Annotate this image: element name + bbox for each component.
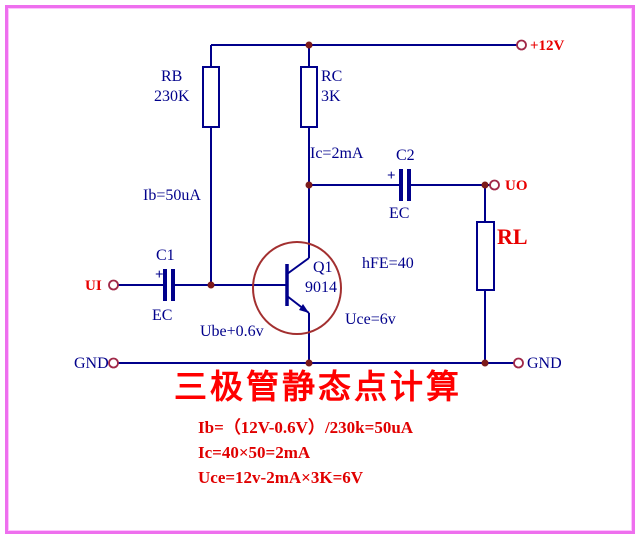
wires <box>118 44 517 364</box>
rl-name-label: RL <box>497 224 528 249</box>
ic-annotation: Ic=2mA <box>310 145 364 162</box>
hfe-annotation: hFE=40 <box>362 255 414 272</box>
terminal-circle-gnd-right <box>513 357 524 369</box>
terminal-circle-vcc <box>516 39 527 51</box>
terminal-circle-uo <box>489 179 500 191</box>
ui-label: UI <box>85 278 102 294</box>
rc-value-label: 3K <box>321 88 341 105</box>
calculation-line-ic: Ic=40×50=2mA <box>198 443 311 462</box>
calculation-line-uce: Uce=12v-2mA×3K=6V <box>198 468 364 487</box>
gnd-right-label: GND <box>527 355 562 372</box>
junction-dot <box>481 181 489 189</box>
rb-name-label: RB <box>161 68 182 85</box>
rb-value-label: 230K <box>154 88 190 105</box>
c1-polarity-label: + <box>155 267 164 283</box>
ib-annotation: Ib=50uA <box>143 187 201 204</box>
capacitor-c2 <box>399 169 411 201</box>
junction-dot <box>305 359 313 367</box>
c1-plate-right <box>171 269 175 301</box>
junction-dot <box>305 181 313 189</box>
q1-name-label: Q1 <box>313 259 333 276</box>
q1-emitter-arrow <box>299 304 309 313</box>
resistor-rb <box>202 66 220 128</box>
junction-dots <box>207 41 489 367</box>
transistor-highlight-circle <box>252 241 342 335</box>
calculation-line-ib: Ib=（12V-0.6V）/230k=50uA <box>198 417 414 437</box>
page-border-frame <box>5 5 635 534</box>
uce-annotation: Uce=6v <box>345 311 396 328</box>
rc-name-label: RC <box>321 68 342 85</box>
uo-label: UO <box>505 178 528 194</box>
ube-annotation: Ube+0.6v <box>200 323 264 340</box>
c1-plate-left <box>163 269 167 301</box>
transistor-q1 <box>285 257 310 314</box>
junction-dot <box>207 281 215 289</box>
terminal-circle-ui <box>108 279 119 291</box>
c2-plate-left <box>399 169 403 201</box>
c1-type-label: EC <box>152 307 172 324</box>
capacitor-c1 <box>163 269 175 301</box>
terminal-circle-gnd-left <box>108 357 119 369</box>
c2-type-label: EC <box>389 205 409 222</box>
c2-polarity-label: + <box>387 168 396 184</box>
q1-model-label: 9014 <box>305 279 337 296</box>
c1-name-label: C1 <box>156 247 175 264</box>
vcc-label: +12V <box>530 38 565 54</box>
gnd-left-label: GND <box>74 355 109 372</box>
page-title: 三极管静态点计算 <box>174 368 462 406</box>
junction-dot <box>305 41 313 49</box>
c2-name-label: C2 <box>396 147 415 164</box>
resistor-rc <box>300 66 318 128</box>
q1-collector-arm <box>286 257 310 275</box>
c2-plate-right <box>407 169 411 201</box>
junction-dot <box>481 359 489 367</box>
resistor-rl <box>476 221 495 291</box>
